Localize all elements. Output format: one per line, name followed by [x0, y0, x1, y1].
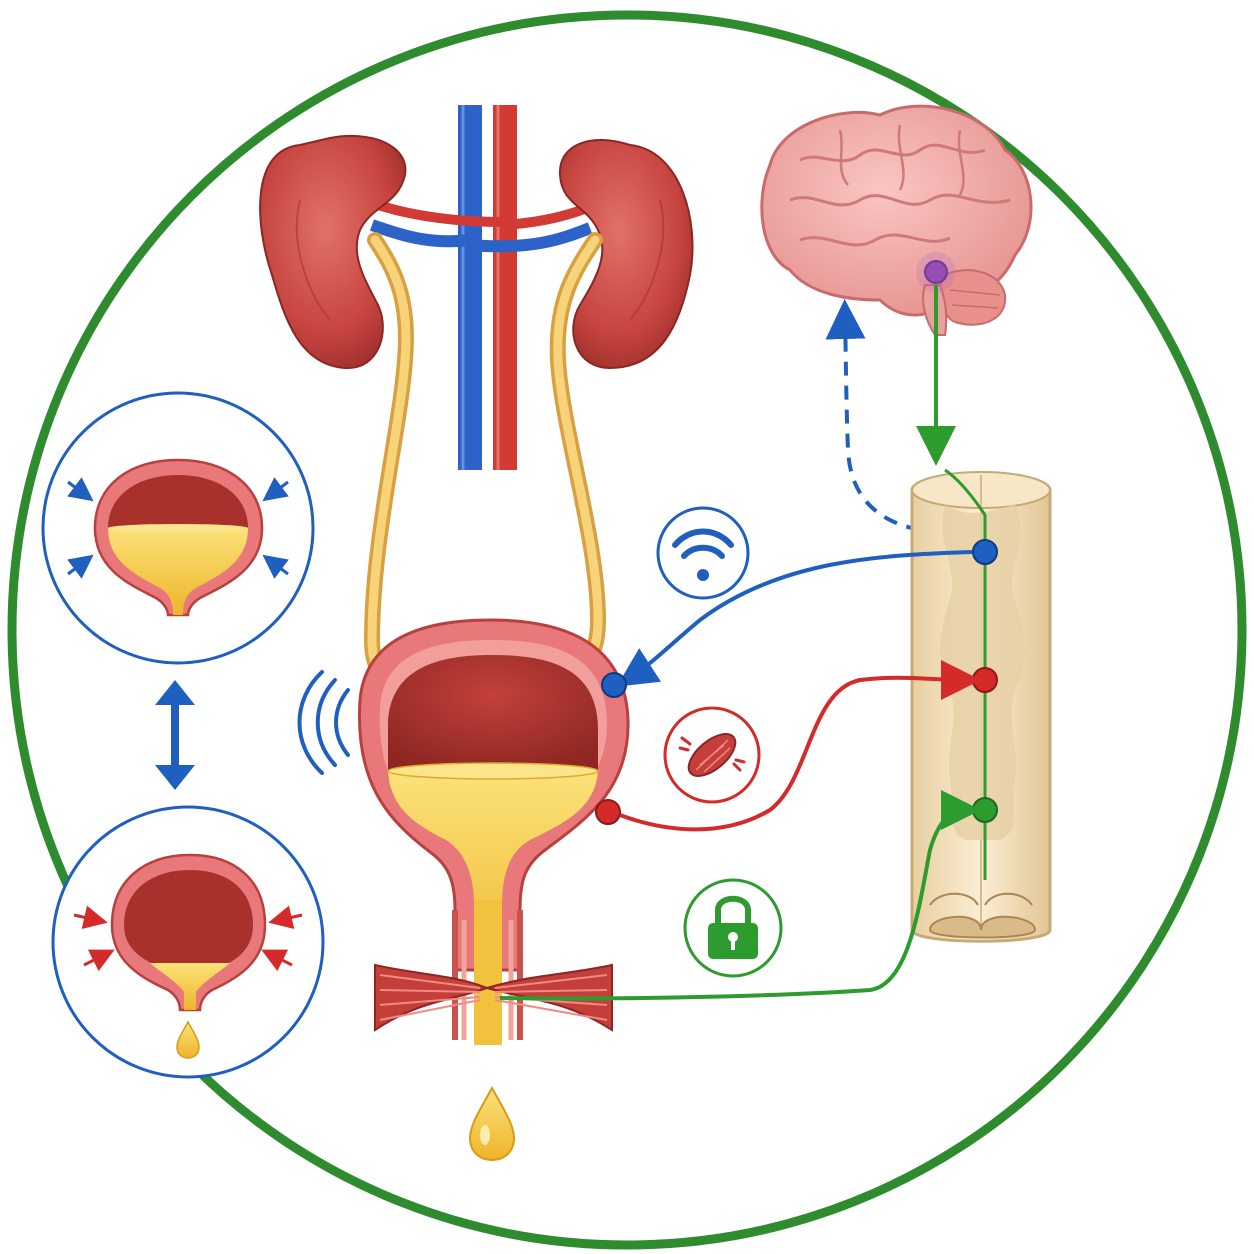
bladder-lumen [388, 655, 598, 770]
sound-wave-icon [297, 670, 350, 775]
renal-artery-left [376, 200, 506, 227]
great-vessels [369, 105, 597, 470]
sensory-node-spinal [972, 539, 998, 565]
ureters [363, 232, 607, 688]
pontine-micturition-center [924, 260, 948, 284]
motor-node-bladder [595, 799, 621, 825]
state-transition-arrow [155, 680, 195, 790]
renal-vein-right [469, 222, 593, 253]
brain [760, 104, 1033, 336]
spinal-green-tract [944, 468, 987, 880]
motor-pathway [619, 659, 981, 832]
bladder-urine [388, 770, 598, 1000]
padlock-icon [683, 878, 783, 978]
muscle-fiber-icon [663, 706, 761, 804]
sensory-pathway [616, 550, 973, 687]
renal-vein-left [369, 219, 471, 248]
urine-drop [468, 1085, 516, 1162]
inset-filling [41, 391, 315, 665]
somatic-pathway [499, 790, 981, 1001]
ascending-pathway-dashed [825, 299, 921, 532]
somatic-node-spinal [972, 797, 998, 823]
motor-node-spinal [972, 667, 998, 693]
kidney-left [259, 134, 407, 370]
inset-voiding [51, 805, 325, 1079]
sensory-node-bladder [601, 672, 627, 698]
kidney-right [558, 138, 694, 370]
wifi-signal-icon [656, 506, 750, 600]
outer-ring [7, 10, 1247, 1250]
bladder [357, 618, 630, 1045]
